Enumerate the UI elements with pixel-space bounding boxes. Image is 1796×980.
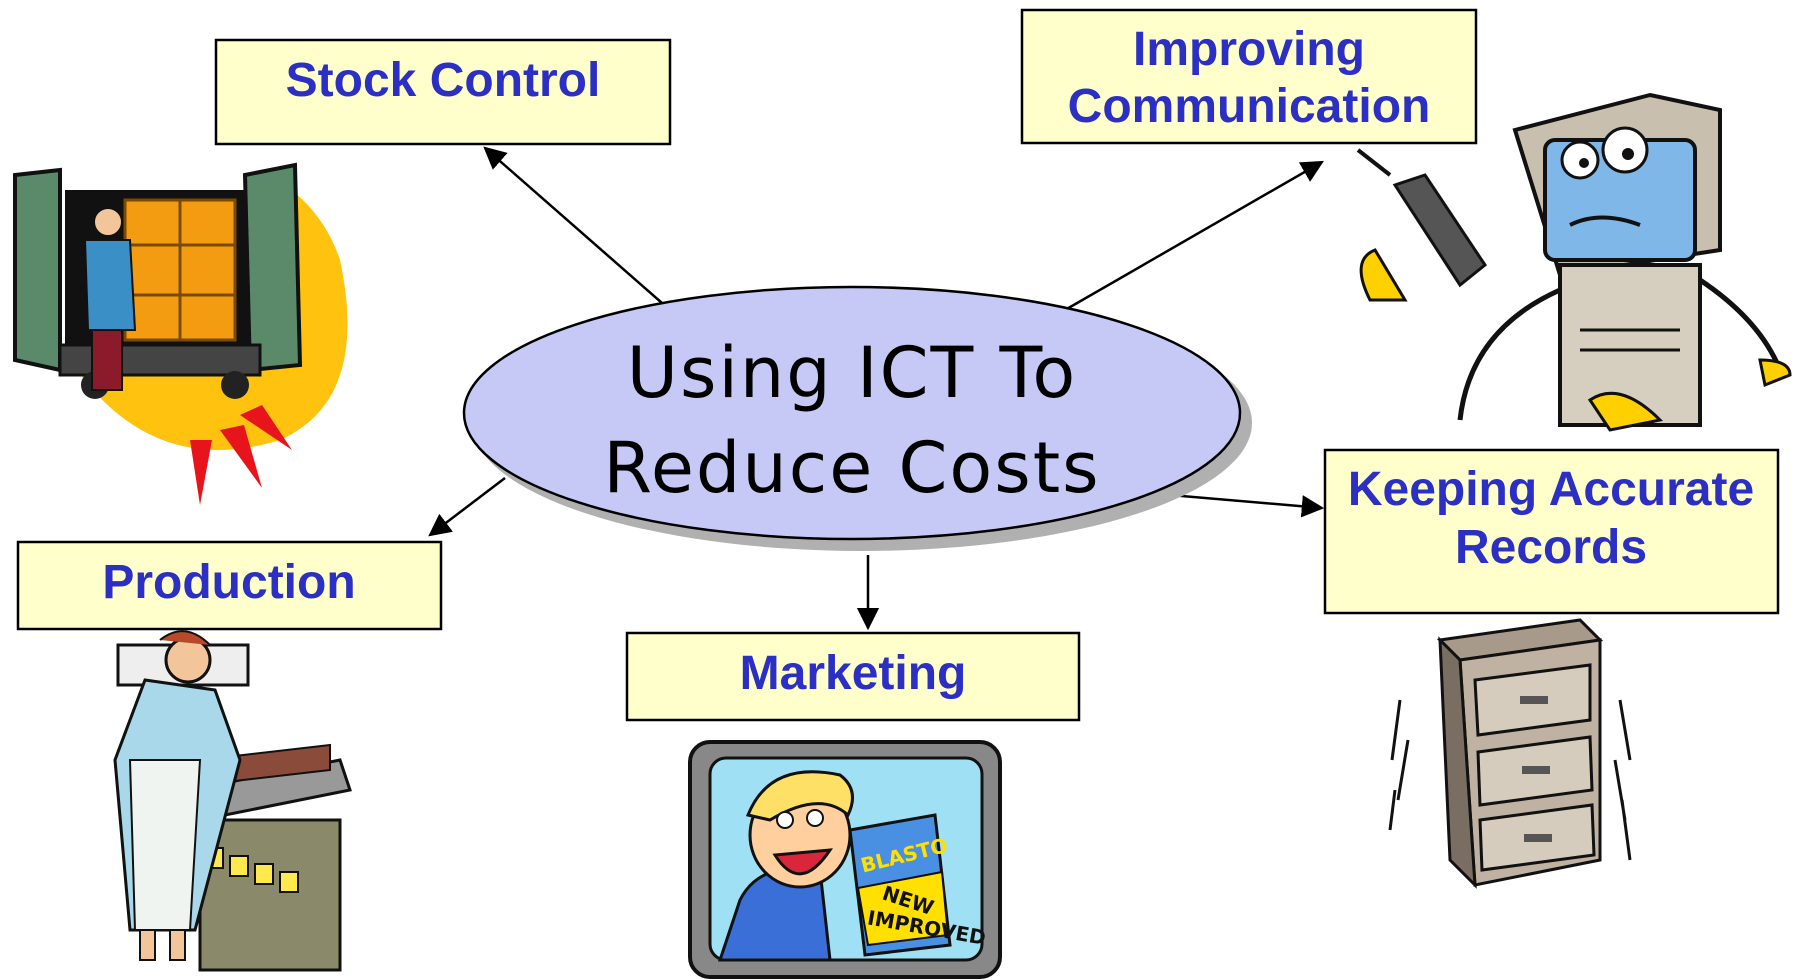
- keeping-records-line1: Keeping Accurate: [1348, 463, 1754, 516]
- central-topic-line1: Using ICT To: [627, 332, 1077, 414]
- filing-cabinet-icon: [1388, 618, 1632, 889]
- improving-communication-box: [1020, 8, 1478, 145]
- improving-communication-line2: Communication: [1068, 80, 1431, 133]
- arrow-to-stock-control: [483, 146, 671, 311]
- keeping-records-line2: Records: [1455, 521, 1647, 574]
- central-topic-ellipse: [462, 285, 1242, 541]
- stock-control-label: Stock Control: [286, 54, 601, 107]
- central-topic-line2: Reduce Costs: [603, 427, 1100, 509]
- improving-communication-line1: Improving: [1133, 23, 1365, 76]
- keeping-records-box: [1323, 448, 1780, 615]
- production-box: [16, 540, 443, 631]
- arrow-to-improving-communication: [1064, 160, 1324, 312]
- node-improving-communication: Improving Communication: [1020, 8, 1478, 145]
- central-topic: Using ICT To Reduce Costs: [462, 285, 1252, 551]
- arrow-to-production: [428, 477, 506, 537]
- tv-advert-icon: BLASTO NEW IMPROVED: [688, 740, 1002, 979]
- factory-worker-icon: [113, 630, 352, 972]
- marketing-label: Marketing: [740, 647, 967, 700]
- node-keeping-records: Keeping Accurate Records: [1323, 448, 1780, 615]
- computer-phone-icon: [1356, 92, 1792, 432]
- arrow-to-keeping-records: [1169, 493, 1325, 518]
- marketing-box: [625, 631, 1081, 722]
- connectors: [428, 146, 1325, 631]
- production-label: Production: [102, 556, 355, 609]
- stock-control-box: [214, 38, 672, 146]
- node-production: Production: [16, 540, 443, 631]
- delivery-truck-icon: [13, 162, 348, 505]
- node-marketing: Marketing: [625, 631, 1081, 722]
- node-stock-control: Stock Control: [214, 38, 672, 146]
